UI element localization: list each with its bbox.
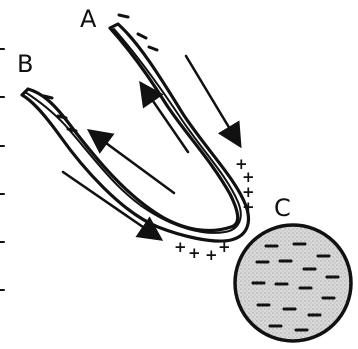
minus-icon xyxy=(68,129,76,131)
plus-icon: + xyxy=(242,198,255,216)
metal-strip-fill xyxy=(22,24,248,241)
plus-icon: + xyxy=(174,238,187,256)
minus-icon xyxy=(58,116,66,118)
label-a: A xyxy=(80,5,97,33)
minus-icon xyxy=(44,96,52,98)
plus-icon: + xyxy=(218,238,231,256)
minus-icon xyxy=(149,47,157,50)
left-edge-ticks xyxy=(0,49,4,290)
label-c: C xyxy=(274,194,291,222)
plus-icon: + xyxy=(188,244,201,262)
label-b: B xyxy=(17,50,33,78)
minus-icon xyxy=(138,34,146,38)
plus-icon: + xyxy=(205,246,218,264)
minus-icon xyxy=(119,15,128,17)
